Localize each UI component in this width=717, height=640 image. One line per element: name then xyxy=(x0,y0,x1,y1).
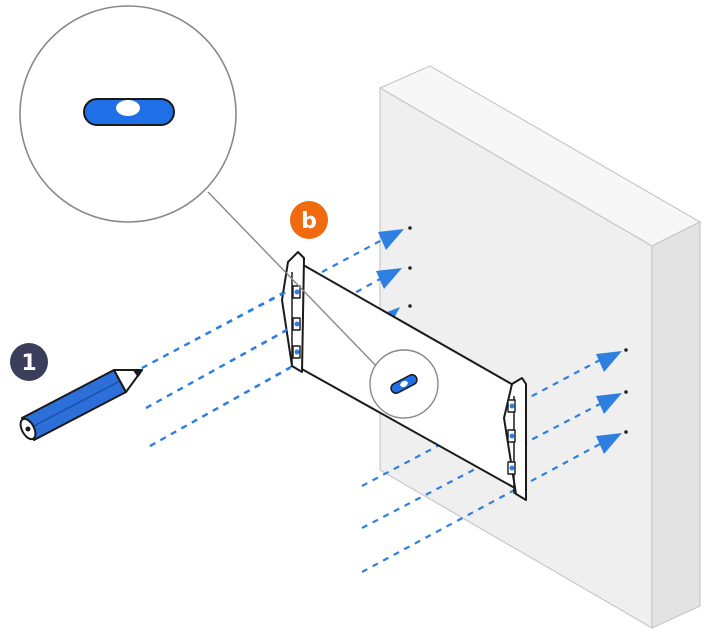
hole-mark xyxy=(408,304,412,308)
wall-side-face xyxy=(651,221,701,629)
hole-mark xyxy=(624,430,628,434)
wall-panel xyxy=(378,65,702,630)
arrowhead xyxy=(378,229,404,250)
arrowhead xyxy=(596,393,622,414)
variant-badge-label: b xyxy=(301,209,317,234)
step-badge-label: 1 xyxy=(21,351,36,376)
variant-badge: b xyxy=(290,201,328,239)
bubble-level-icon xyxy=(390,374,418,394)
hole-mark xyxy=(624,390,628,394)
small-level-callout xyxy=(369,349,439,419)
wall-hole-marks xyxy=(408,226,628,434)
bubble-level-icon xyxy=(83,98,175,126)
bracket-left-flange xyxy=(281,251,305,373)
pencil-tip xyxy=(113,369,143,393)
magnified-level-callout xyxy=(19,5,237,223)
guide-lines-front xyxy=(141,289,291,447)
pencil-icon xyxy=(19,369,143,441)
hole-mark xyxy=(408,266,412,270)
hole-mark xyxy=(408,226,412,230)
hole-mark xyxy=(624,348,628,352)
arrowheads xyxy=(376,229,622,454)
arrowhead xyxy=(376,268,402,289)
pencil-lead xyxy=(133,369,143,377)
arrowhead xyxy=(596,433,622,454)
step-badge: 1 xyxy=(10,343,48,381)
callout-line xyxy=(207,191,383,373)
arrowhead xyxy=(596,351,622,372)
guide-line xyxy=(361,443,601,573)
